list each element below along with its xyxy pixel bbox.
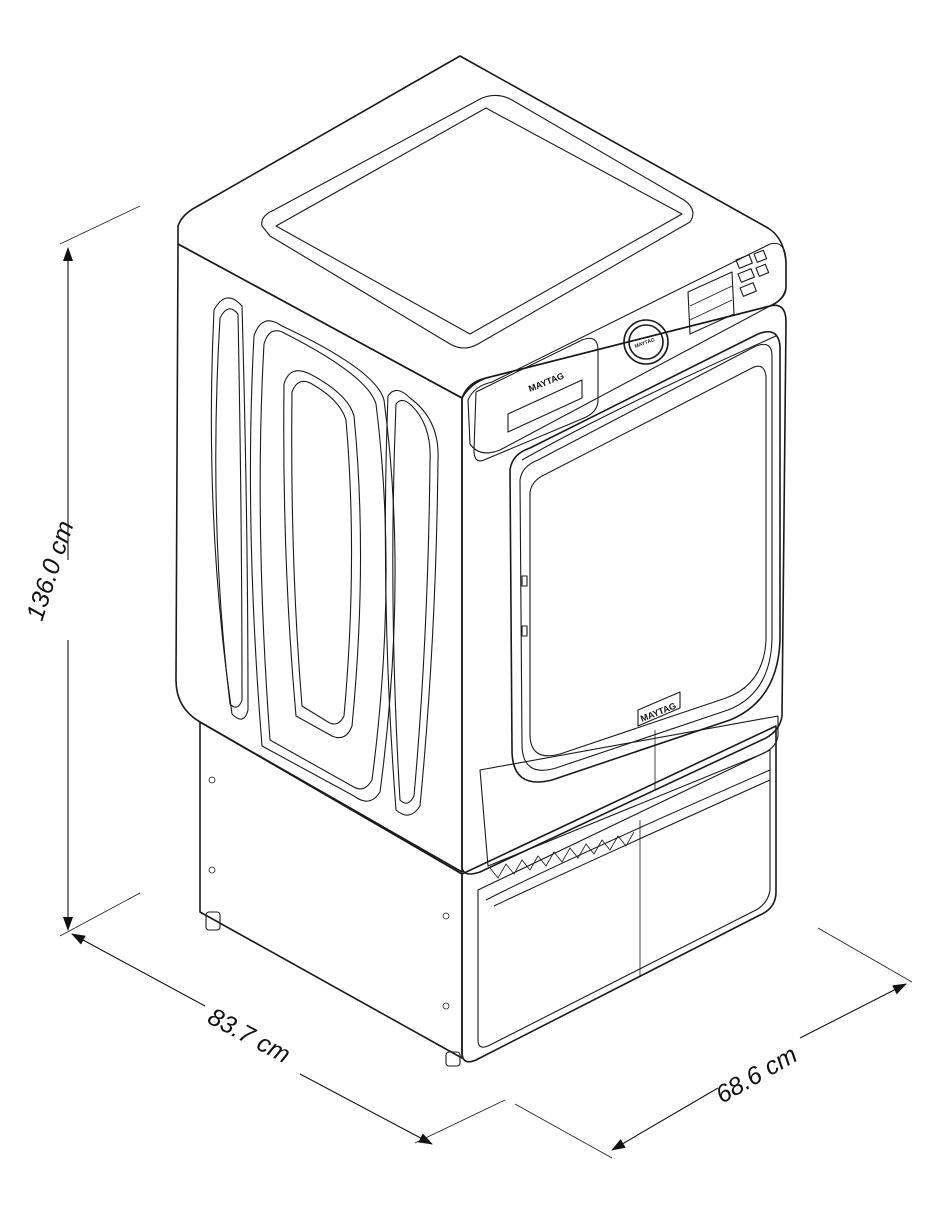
pedestal-front xyxy=(461,725,777,1063)
display-panel xyxy=(687,271,735,335)
door-frame xyxy=(519,343,773,771)
dryer-body: MAYTAG MAYTAG MAYTAG xyxy=(175,55,787,875)
dispenser-handle xyxy=(507,379,583,433)
side-emboss-window-inner xyxy=(291,380,353,725)
depth-label: 83.7 cm xyxy=(203,1003,295,1069)
top-panel-recess xyxy=(261,94,694,349)
foot-back xyxy=(205,911,221,931)
dryer-door[interactable] xyxy=(509,330,781,783)
height-label: 136.0 cm xyxy=(21,517,79,623)
control-panel xyxy=(467,242,787,454)
side-emboss-right-inner xyxy=(392,399,431,804)
foot-front xyxy=(445,1051,461,1067)
control-buttons[interactable] xyxy=(735,249,770,297)
dispenser-drawer xyxy=(473,337,599,462)
dimension-height: 136.0 cm xyxy=(21,205,141,937)
drawer-handle-inner xyxy=(493,779,771,907)
side-emboss-left xyxy=(210,297,249,720)
dimension-width: 68.6 cm xyxy=(514,927,913,1159)
top-panel-inner xyxy=(275,107,683,335)
side-emboss-window xyxy=(283,370,362,739)
side-emboss-right xyxy=(384,389,439,816)
vent-grille xyxy=(489,831,635,879)
width-label: 68.6 cm xyxy=(711,1040,802,1109)
pedestal-side xyxy=(199,721,463,1059)
side-emboss-center-inner xyxy=(259,330,387,790)
side-face xyxy=(175,243,463,873)
side-emboss-left-inner xyxy=(215,308,243,708)
door-top-handle xyxy=(521,335,777,461)
front-lower-panel xyxy=(479,715,779,867)
side-emboss-center xyxy=(249,320,396,802)
door-glass xyxy=(529,365,767,757)
front-face xyxy=(461,304,787,875)
drawer-handle-lip xyxy=(485,769,771,901)
pedestal xyxy=(199,721,777,1067)
dimension-depth: 83.7 cm xyxy=(71,933,506,1145)
pedestal-drawer xyxy=(477,749,771,1048)
